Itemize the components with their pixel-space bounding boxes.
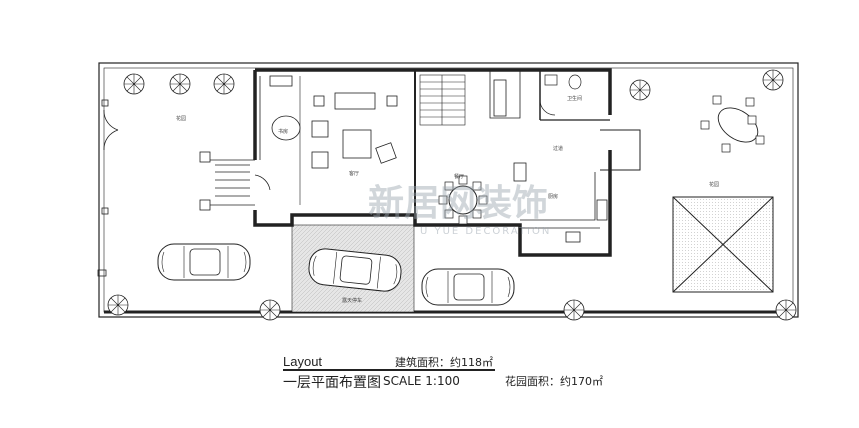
room-label-corridor: 过道: [553, 145, 563, 152]
room-label-dining: 餐厅: [454, 173, 464, 180]
outdoor-dining-set: [700, 95, 765, 153]
room-label-study: 书房: [278, 128, 288, 135]
room-label-front-garden: 花园: [176, 115, 186, 122]
dining-table: [438, 175, 488, 225]
room-label-parking: 露天停车: [342, 297, 362, 304]
entry-steps: [199, 151, 271, 211]
scale-text: SCALE 1:100: [383, 374, 460, 388]
kitchen-counters: [493, 79, 600, 243]
garden-area: 花园面积：约170㎡: [505, 375, 603, 388]
floor-plan-drawing: 花园 客厅 书房 餐厅 厨房 过道 卫生间 花园 露天停车 新居网装饰 U YU…: [97, 62, 799, 321]
watermark-subtext: U YUE DECORATION: [420, 226, 551, 237]
plan-title: 一层平面布置图: [283, 375, 381, 391]
bathroom-fixtures: [539, 74, 582, 116]
watermark-text: 新居网装饰: [368, 183, 548, 224]
stairs: [419, 74, 466, 126]
house-walls: [253, 68, 641, 257]
front-gate: [97, 99, 119, 277]
building-area: 建筑面积：约118㎡: [395, 356, 493, 369]
room-label-living: 客厅: [349, 170, 359, 177]
room-label-back-garden: 花园: [709, 181, 719, 188]
gazebo: [672, 196, 774, 293]
layout-label: Layout: [283, 354, 323, 369]
living-room-furniture: [269, 75, 398, 169]
caption-rule: [283, 369, 495, 371]
room-label-bathroom: 卫生间: [567, 95, 582, 102]
room-label-kitchen: 厨房: [548, 193, 558, 200]
site-boundary: [98, 62, 799, 318]
